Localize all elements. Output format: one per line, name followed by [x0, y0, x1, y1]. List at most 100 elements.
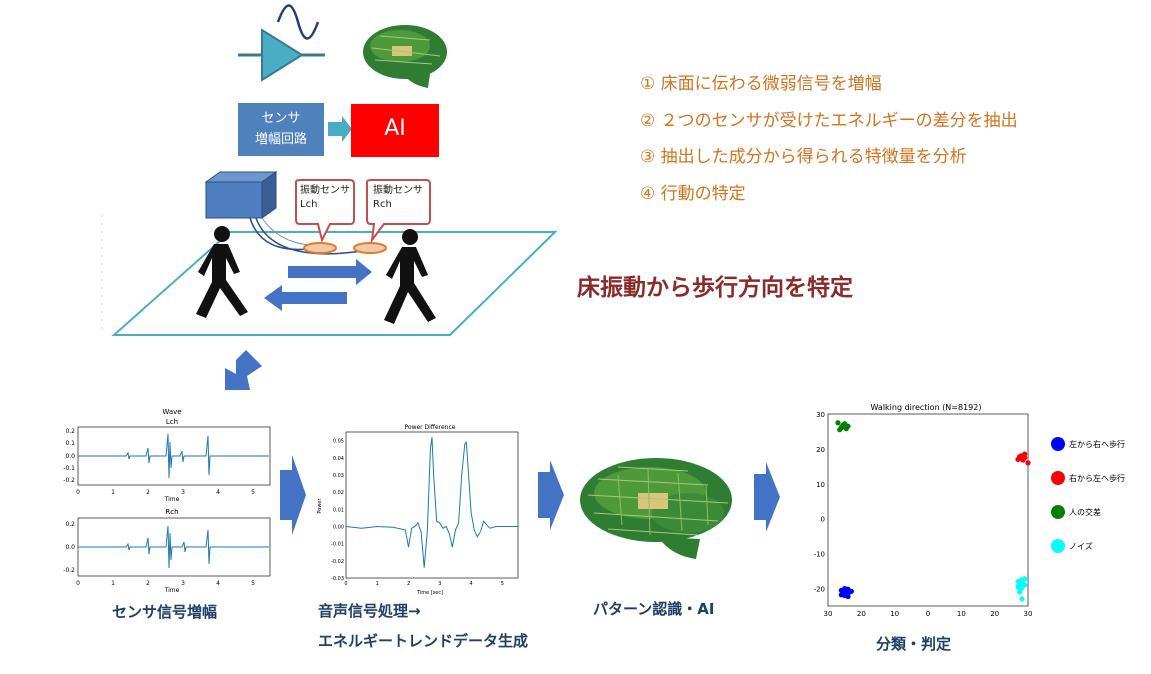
scatter-ytick: 10 [816, 481, 825, 489]
scatter-xtick: 10 [890, 610, 899, 618]
right-arrow-icon [288, 259, 372, 285]
scatter-title: Walking direction (N=8192) [871, 403, 982, 412]
scatter-xtick: 10 [957, 610, 966, 618]
sensor-amp-label: センサ 増幅回路 [238, 108, 324, 150]
scatter-point [842, 585, 848, 592]
callout-lch-text: 振動センサ Lch [300, 184, 350, 212]
power-title: Power Difference [405, 424, 456, 431]
top-illustration [101, 4, 558, 390]
wave-rch-xlabel: Time [164, 587, 180, 594]
scatter-ytick: 20 [816, 446, 825, 454]
scatter-point [1017, 589, 1023, 595]
power-ytick: 0.00 [333, 524, 344, 530]
callout-rch-line1: 振動センサ [373, 185, 423, 196]
power-ytick: 0.04 [333, 456, 344, 462]
power-xtick: 2 [407, 581, 410, 587]
walking-person-icon [384, 229, 436, 324]
power-ytick: 0.01 [333, 507, 344, 513]
step-4: ④ 行動の特定 [640, 183, 746, 204]
scatter-point [842, 421, 848, 427]
legend-marker [1051, 437, 1065, 451]
wave-rch-label: Rch [165, 508, 178, 516]
walking-direction-chart: Walking direction (N=8192) 30 20 10 0 -10 -20… [814, 403, 1125, 618]
wave-lch-ytick: 0.2 [65, 428, 75, 435]
wave-lch-xtick: 0 [76, 489, 80, 496]
amplifier-icon [238, 4, 325, 82]
scatter-ytick: -20 [814, 586, 825, 594]
sensor-device-box [204, 171, 278, 219]
power-ytick: 0.02 [333, 490, 344, 496]
scatter-xtick: 30 [1024, 610, 1033, 618]
power-ylabel: Power [317, 498, 323, 514]
callout-rch-text: 振動センサ Rch [373, 184, 423, 212]
wave-lch-ytick: 0.0 [65, 453, 75, 460]
wave-rch-xtick: 1 [111, 580, 115, 587]
brain-icon [363, 25, 447, 88]
scatter-ytick: 0 [821, 516, 825, 524]
right-arrow-icon [538, 460, 564, 530]
scatter-plot-area [827, 413, 1029, 607]
wave-rch-xtick: 4 [216, 580, 220, 587]
brain-icon [580, 458, 732, 559]
callout-lch-line2: Lch [300, 199, 318, 210]
right-arrow-icon [328, 116, 352, 142]
power-ytick: -0.01 [331, 542, 344, 548]
wave-chart: Wave Lch 0.2 0.1 0.0 -0.1 -0.2 0 1 2 3 4… [63, 408, 271, 594]
caption-processing-line1: 音声信号処理→ [318, 602, 421, 620]
wave-lch-ytick: -0.1 [63, 465, 75, 472]
walking-person-icon [196, 226, 248, 318]
wave-lch-ytick: 0.1 [65, 440, 75, 447]
scatter-point [838, 592, 844, 598]
wave-lch-label: Lch [166, 418, 178, 426]
scatter-point [835, 420, 841, 426]
floor-plane [111, 231, 558, 336]
power-ytick: -0.02 [331, 559, 344, 565]
power-xtick: 3 [438, 581, 441, 587]
wave-lch-xtick: 3 [181, 489, 185, 496]
scatter-point [1018, 456, 1024, 462]
sensor-amp-box [238, 103, 324, 156]
wave-lch-xtick: 2 [146, 489, 150, 496]
wave-lch-xlabel: Time [164, 496, 180, 503]
scatter-xtick: 0 [926, 610, 930, 618]
right-arrow-icon [280, 455, 306, 535]
step-3: ③ 抽出した成分から得られる特徴量を分析 [640, 147, 967, 167]
power-ytick: 0.05 [333, 439, 344, 445]
power-plot-area [345, 431, 519, 579]
callout-lch-line1: 振動センサ [300, 185, 350, 196]
vibration-sensor-icon [303, 242, 387, 254]
power-xtick: 0 [344, 581, 347, 587]
callout-rch-line2: Rch [373, 199, 392, 210]
caption-classification: 分類・判定 [876, 635, 952, 653]
wave-rch-ytick: -0.2 [63, 567, 75, 574]
legend-marker [1051, 505, 1065, 519]
power-difference-chart: Power Difference 0.05 0.04 0.03 0.02 0.01 0.0… [317, 424, 519, 596]
ai-box-label: AI [384, 116, 406, 141]
wave-lch-xtick: 1 [111, 489, 115, 496]
wave-lch-xtick: 5 [251, 489, 255, 496]
power-xlabel: Time [sec] [416, 590, 443, 596]
callout-rch [366, 179, 431, 244]
headline: 床振動から歩行方向を特定 [577, 275, 853, 301]
callout-lch [295, 179, 355, 243]
power-ytick: -0.03 [331, 576, 344, 582]
caption-amplification: センサ信号増幅 [112, 603, 218, 621]
down-arrow-icon [225, 350, 262, 390]
power-ytick: 0.03 [333, 473, 344, 479]
legend-label: 右から左へ歩行 [1069, 473, 1125, 483]
wave-rch-xtick: 2 [146, 580, 150, 587]
legend-marker [1051, 539, 1065, 553]
wave-rch-xtick: 5 [251, 580, 255, 587]
wave-lch-series [78, 433, 269, 479]
wave-rch-xtick: 3 [181, 580, 185, 587]
scatter-xtick: 20 [857, 610, 866, 618]
scatter-ytick: -10 [814, 551, 825, 559]
caption-processing-line2: エネルギートレンドデータ生成 [318, 632, 529, 650]
scatter-point [1022, 576, 1028, 582]
steps-list: ① 床面に伝わる微弱信号を増幅 ② ２つのセンサが受けたエネルギーの差分を抽出 … [640, 66, 1018, 212]
legend-marker [1051, 471, 1065, 485]
caption-recognition: パターン認識・AI [593, 600, 715, 618]
wave-rch-ytick: 0.2 [65, 521, 75, 528]
scatter-point [843, 426, 849, 432]
scatter-point [845, 593, 851, 600]
